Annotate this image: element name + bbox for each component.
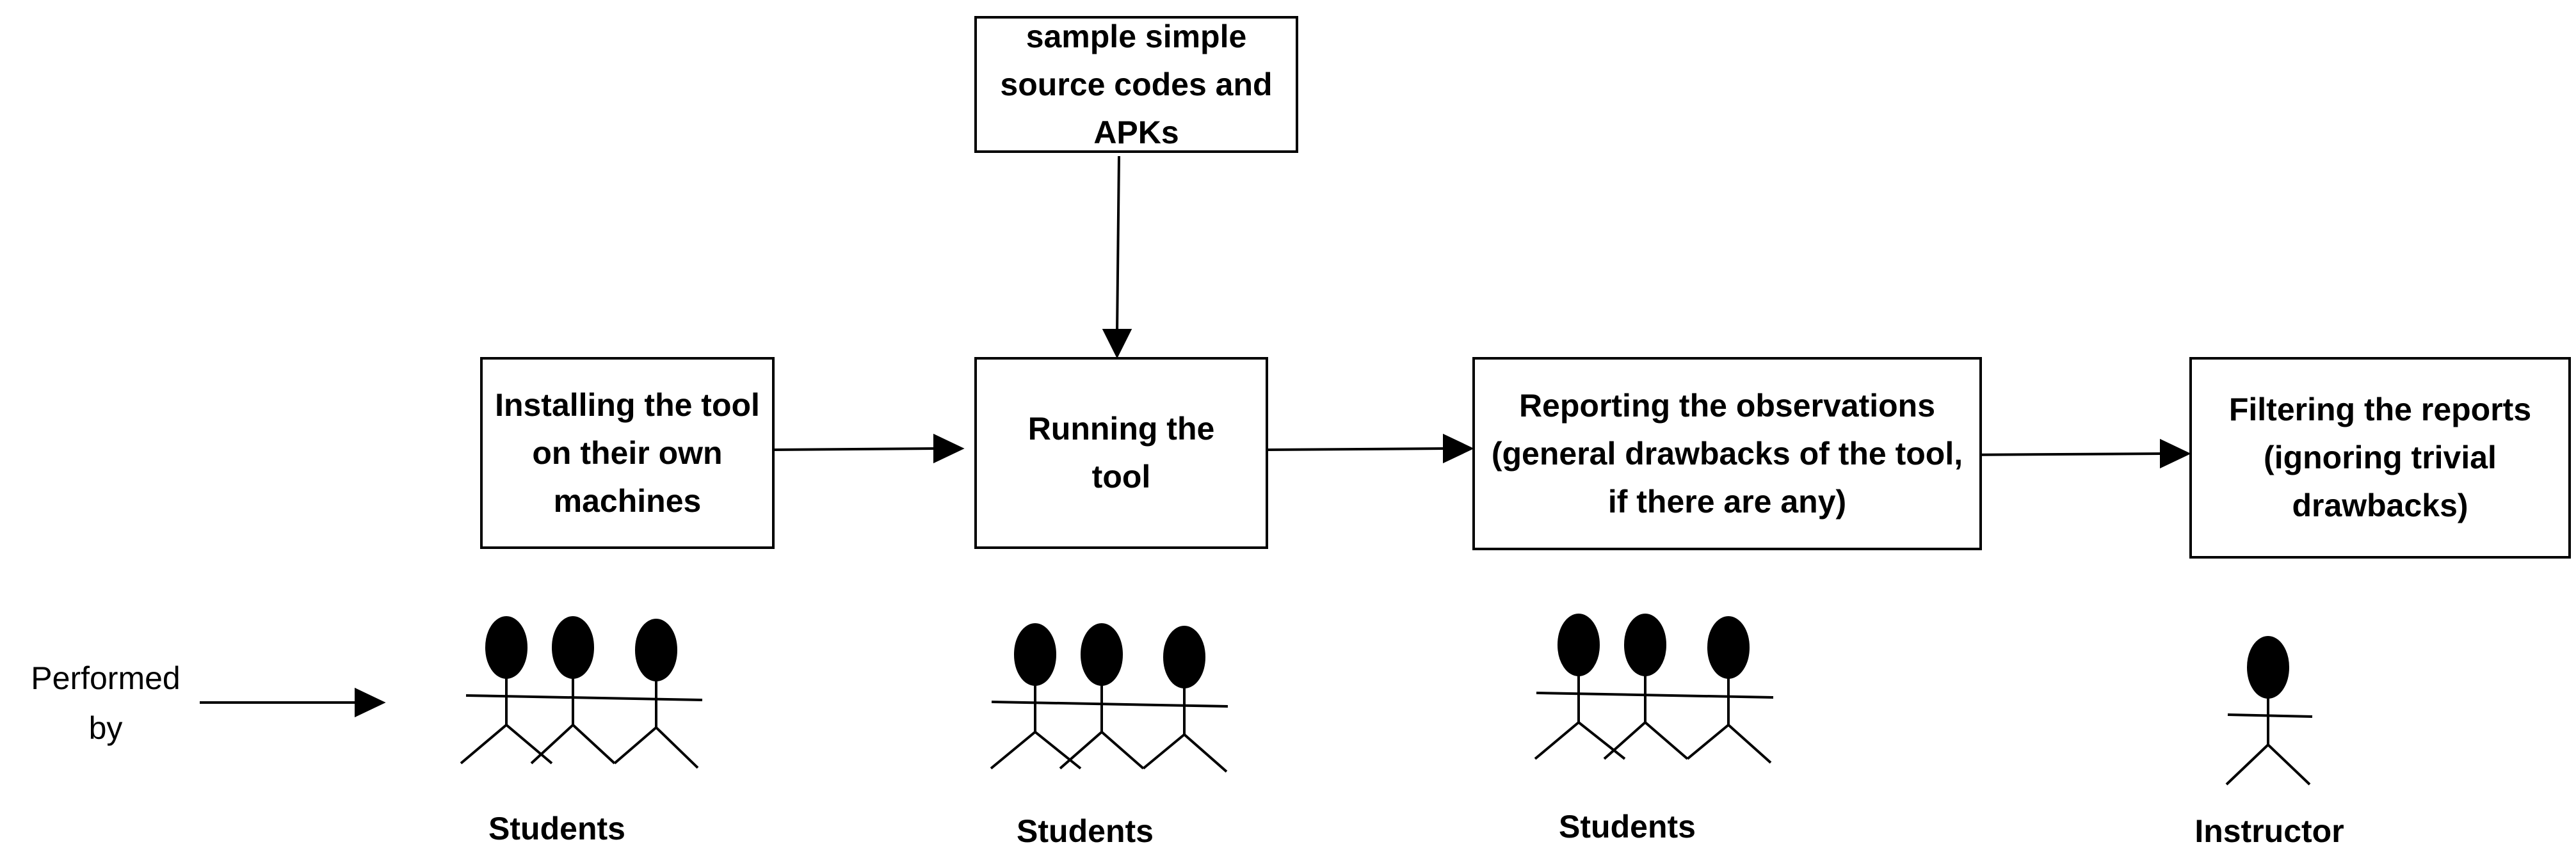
arrow-report-to-filter [1960,438,2191,469]
arrow-sample-to-run [1102,155,1132,359]
run-step-box: Running the tool [974,357,1268,549]
filter-step-text: Filtering the reports (ignoring trivial … [2228,392,2532,523]
filter-step-box: Filtering the reports (ignoring trivial … [2189,357,2571,559]
performed-by-line-1: Performed [31,660,181,696]
install-step-box: Installing the tool on their own machine… [480,357,775,549]
install-step-text: Installing the tool on their own machine… [495,386,760,519]
report-step-text: Reporting the observations (general draw… [1491,387,1963,520]
report-step-box: Reporting the observations (general draw… [1472,357,1982,550]
students-figures-group-2 [990,623,1228,773]
sample-inputs-box: sample simple source codes and APKs [974,16,1298,153]
students-label-2: Students [1017,813,1154,849]
students-label-3: Students [1559,809,1696,845]
arrow-performed-by [200,687,386,718]
students-figures-group-1 [460,616,703,769]
performed-by-line-2: by [88,710,123,746]
instructor-figure [2225,636,2313,786]
sample-inputs-text: sample simple source codes and APKs [1000,18,1273,150]
run-step-text: Running the tool [1027,411,1215,495]
instructor-label: Instructor [2194,813,2344,849]
students-label-1: Students [488,811,625,846]
performed-by-label: Performed by [6,654,205,753]
arrow-run-to-report [1266,433,1474,464]
arrow-install-to-run [771,433,965,464]
students-figures-group-3 [1534,614,1774,764]
